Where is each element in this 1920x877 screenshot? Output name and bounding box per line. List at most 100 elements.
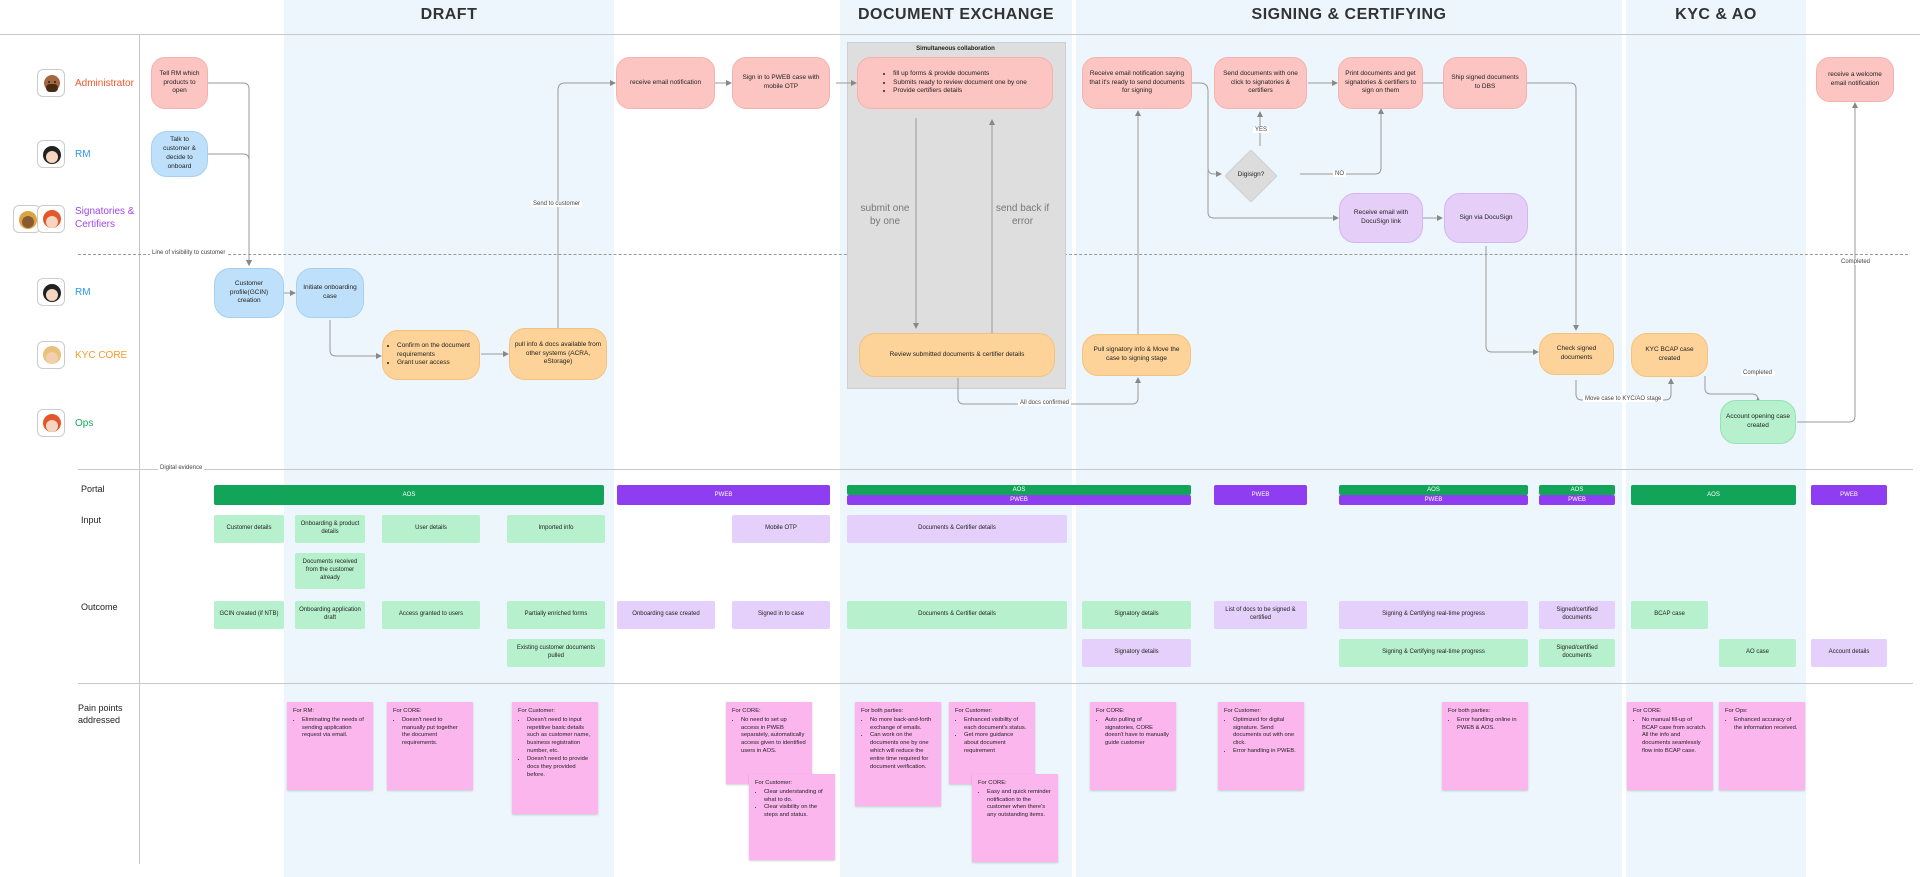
outcome-bcap: BCAP case [1631, 601, 1708, 629]
portal-pweb-1: PWEB [617, 485, 830, 505]
decision-digisign-label: Digisign? [1237, 171, 1265, 178]
phase-title-draft: DRAFT [420, 6, 478, 23]
portal-aos-exchange: AOS [847, 485, 1191, 495]
sticky-item: Can work on the documents one by one whi… [870, 732, 935, 771]
sticky-list: Enhanced accuracy of the information rec… [1725, 717, 1799, 733]
sticky-title: For CORE: [978, 780, 1007, 786]
portal-aos-signing: AOS [1339, 485, 1528, 495]
signatory-avatar-1 [13, 205, 41, 233]
sticky-note: For CORE: No need to set up access in PW… [726, 702, 812, 784]
input-imported-info: Imported info [507, 515, 605, 543]
sticky-list: Doesn't need to input repetitive basic d… [518, 717, 592, 780]
sticky-title: For both parties: [861, 708, 904, 714]
sticky-item: Eliminating the needs of sending applica… [302, 717, 367, 740]
sticky-item: Enhanced visibility of each document's s… [964, 717, 1029, 733]
sticky-title: For Ops: [1725, 708, 1748, 714]
portal-pweb-welcome: PWEB [1811, 485, 1887, 505]
administrator-avatar [37, 69, 65, 97]
sticky-item: Get more guidance about document require… [964, 732, 1029, 755]
node-account-opening: Account opening case created [1720, 400, 1796, 444]
sticky-title: For RM: [293, 708, 314, 714]
kyc-core-avatar [37, 341, 65, 369]
sticky-note: For CORE: Auto pulling of signatories, C… [1090, 702, 1176, 790]
sticky-item: No manual fill-up of BCAP case from scra… [1642, 717, 1707, 756]
fill-forms-item-2: Submits ready to review document one by … [893, 79, 1027, 88]
portal-pweb-signing: PWEB [1339, 495, 1528, 505]
lane-kyc-core: KYC CORE [75, 350, 128, 361]
sticky-list: Optimized for digital signature. Send do… [1224, 717, 1298, 756]
sticky-note: For Customer: Enhanced visibility of eac… [949, 702, 1035, 784]
edge-label-completed-2: Completed [1839, 259, 1873, 265]
sticky-item: Doesn't need to manually put together th… [402, 717, 467, 748]
node-customer-profile: Customer profile(GCIN) creation [214, 268, 284, 318]
node-send-documents: Send documents with one click to signato… [1214, 57, 1307, 109]
outcome-signatory-1: Signatory details [1082, 601, 1191, 629]
fill-forms-item-3: Provide certifiers details [893, 87, 1027, 96]
input-onboarding-product: Onboarding & product details [295, 515, 365, 543]
decision-digisign: Digisign? [1224, 149, 1278, 203]
node-talk-customer: Talk to customer & decide to onboard [151, 131, 208, 177]
sticky-list: No need to set up access in PWEB separat… [732, 717, 806, 756]
edge-label-all-docs-confirmed: All docs confirmed [1018, 400, 1072, 406]
node-sign-docusign: Sign via DocuSign [1444, 193, 1528, 243]
row-label-input: Input [81, 515, 102, 525]
portal-aos-draft: AOS [214, 485, 604, 505]
node-pull-info: pull info & docs available from other sy… [509, 328, 607, 380]
outcome-access-granted: Access granted to users [382, 601, 480, 629]
sticky-item: Doesn't need to provide docs they provid… [527, 756, 592, 779]
sticky-note: For Customer: Clear understanding of wha… [749, 774, 835, 860]
sticky-note: For CORE: Doesn't need to manually put t… [387, 702, 473, 790]
sendback-label: send back if error [995, 203, 1050, 227]
sticky-item: Error handling in PWEB. [1233, 748, 1298, 756]
confirm-requirements-list: Confirm on the document requirements Gra… [387, 342, 475, 368]
lane-rm2: RM [75, 287, 91, 298]
node-initiate-case: Initiate onboarding case [296, 268, 364, 318]
sticky-item: Auto pulling of signatories, CORE doesn'… [1105, 717, 1170, 748]
sticky-list: Eliminating the needs of sending applica… [293, 717, 367, 740]
outcome-signed-in: Signed in to case [732, 601, 830, 629]
node-receive-email: receive email notification [616, 57, 715, 109]
edge-label-send-to-customer: Send to customer [531, 201, 583, 207]
outcome-progress-2: Signing & Certifying real-time progress [1339, 639, 1528, 667]
node-ship-documents: Ship signed documents to DBS [1443, 57, 1527, 109]
signatory-avatar-2 [37, 205, 65, 233]
outcome-signatory-2: Signatory details [1082, 639, 1191, 667]
sticky-note: For Ops: Enhanced accuracy of the inform… [1719, 702, 1805, 790]
phase-title-kyc: KYC & AO [1675, 6, 1757, 23]
input-user-details: User details [382, 515, 480, 543]
row-label-portal: Portal [81, 484, 105, 494]
portal-pweb-exchange: PWEB [847, 495, 1191, 505]
sticky-note: For Customer: Optimized for digital sign… [1218, 702, 1304, 790]
edge-label-yes: YES [1253, 127, 1270, 133]
sticky-title: For CORE: [1633, 708, 1662, 714]
confirm-item-1: Confirm on the document requirements [397, 342, 475, 360]
sticky-item: No more back-and-forth exchange of email… [870, 717, 935, 733]
header-divider [0, 34, 1920, 35]
digital-divider [78, 469, 1913, 470]
sticky-title: For Customer: [1224, 708, 1262, 714]
sticky-list: Clear understanding of what to do.Clear … [755, 789, 829, 820]
edge-label-move-case: Move case to KYC/AO stage [1583, 396, 1664, 402]
sticky-list: Easy and quick reminder notification to … [978, 789, 1052, 820]
portal-pweb-2: PWEB [1214, 485, 1307, 505]
input-docs-received: Documents received from the customer alr… [295, 553, 365, 589]
sticky-note: For CORE: No manual fill-up of BCAP case… [1627, 702, 1713, 790]
node-sign-in-pweb: Sign in to PWEB case with mobile OTP [732, 57, 830, 109]
portal-pweb-check: PWEB [1539, 495, 1615, 505]
fill-forms-list: fill up forms & provide documents Submit… [883, 70, 1027, 96]
row-label-outcome: Outcome [81, 602, 118, 612]
sticky-note: For Customer: Doesn't need to input repe… [512, 702, 598, 814]
edge-label-no: NO [1333, 171, 1346, 177]
input-mobile-otp: Mobile OTP [732, 515, 830, 543]
sticky-title: For CORE: [1096, 708, 1125, 714]
outcome-account-details: Account details [1811, 639, 1887, 667]
lane-rm: RM [75, 149, 91, 160]
sticky-item: No need to set up access in PWEB separat… [741, 717, 806, 756]
portal-aos-check: AOS [1539, 485, 1615, 495]
sticky-item: Easy and quick reminder notification to … [987, 789, 1052, 820]
sticky-title: For CORE: [732, 708, 761, 714]
outcome-signed-docs-1: Signed/certified documents [1539, 601, 1615, 629]
collaboration-title: Simultaneous collaboration [916, 46, 995, 52]
ops-avatar [37, 409, 65, 437]
